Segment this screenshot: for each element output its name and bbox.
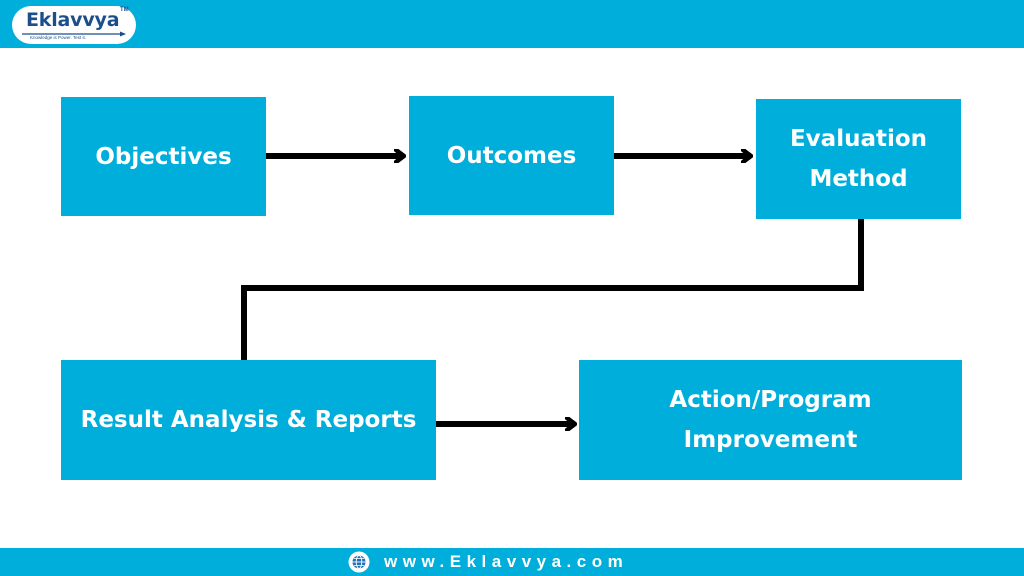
node-action-program-improvement-line-2: Improvement	[683, 427, 858, 453]
node-action-program-improvement-line-1: Action/Program	[669, 387, 872, 413]
globe-icon	[348, 551, 370, 573]
logo-trademark: TM	[120, 7, 129, 13]
edge-evaluation-method-to-result-analysis	[241, 219, 864, 360]
node-objectives: Objectives	[61, 97, 266, 216]
node-action-program-improvement: Action/Program Improvement	[579, 360, 962, 480]
node-result-analysis-reports-label: Result Analysis & Reports	[80, 407, 417, 433]
header-bar: Eklavvya TM Knowledge is Power. Test it.	[0, 0, 1024, 48]
logo-wordmark: Eklavvya	[26, 9, 120, 31]
footer-bar	[0, 548, 1024, 576]
node-outcomes: Outcomes	[409, 96, 614, 215]
node-evaluation-method: Evaluation Method	[756, 99, 961, 219]
brand-logo[interactable]: Eklavvya TM Knowledge is Power. Test it.	[12, 6, 136, 44]
logo-arrow-icon	[22, 31, 126, 37]
footer-website-link[interactable]: www.Eklavvya.com	[384, 552, 629, 571]
node-evaluation-method-line-2: Method	[809, 166, 908, 192]
node-outcomes-label: Outcomes	[446, 142, 577, 169]
node-evaluation-method-line-1: Evaluation	[789, 126, 928, 152]
logo-tagline: Knowledge is Power. Test it.	[30, 35, 86, 40]
node-result-analysis-reports: Result Analysis & Reports	[61, 360, 436, 480]
node-objectives-label: Objectives	[95, 143, 232, 170]
